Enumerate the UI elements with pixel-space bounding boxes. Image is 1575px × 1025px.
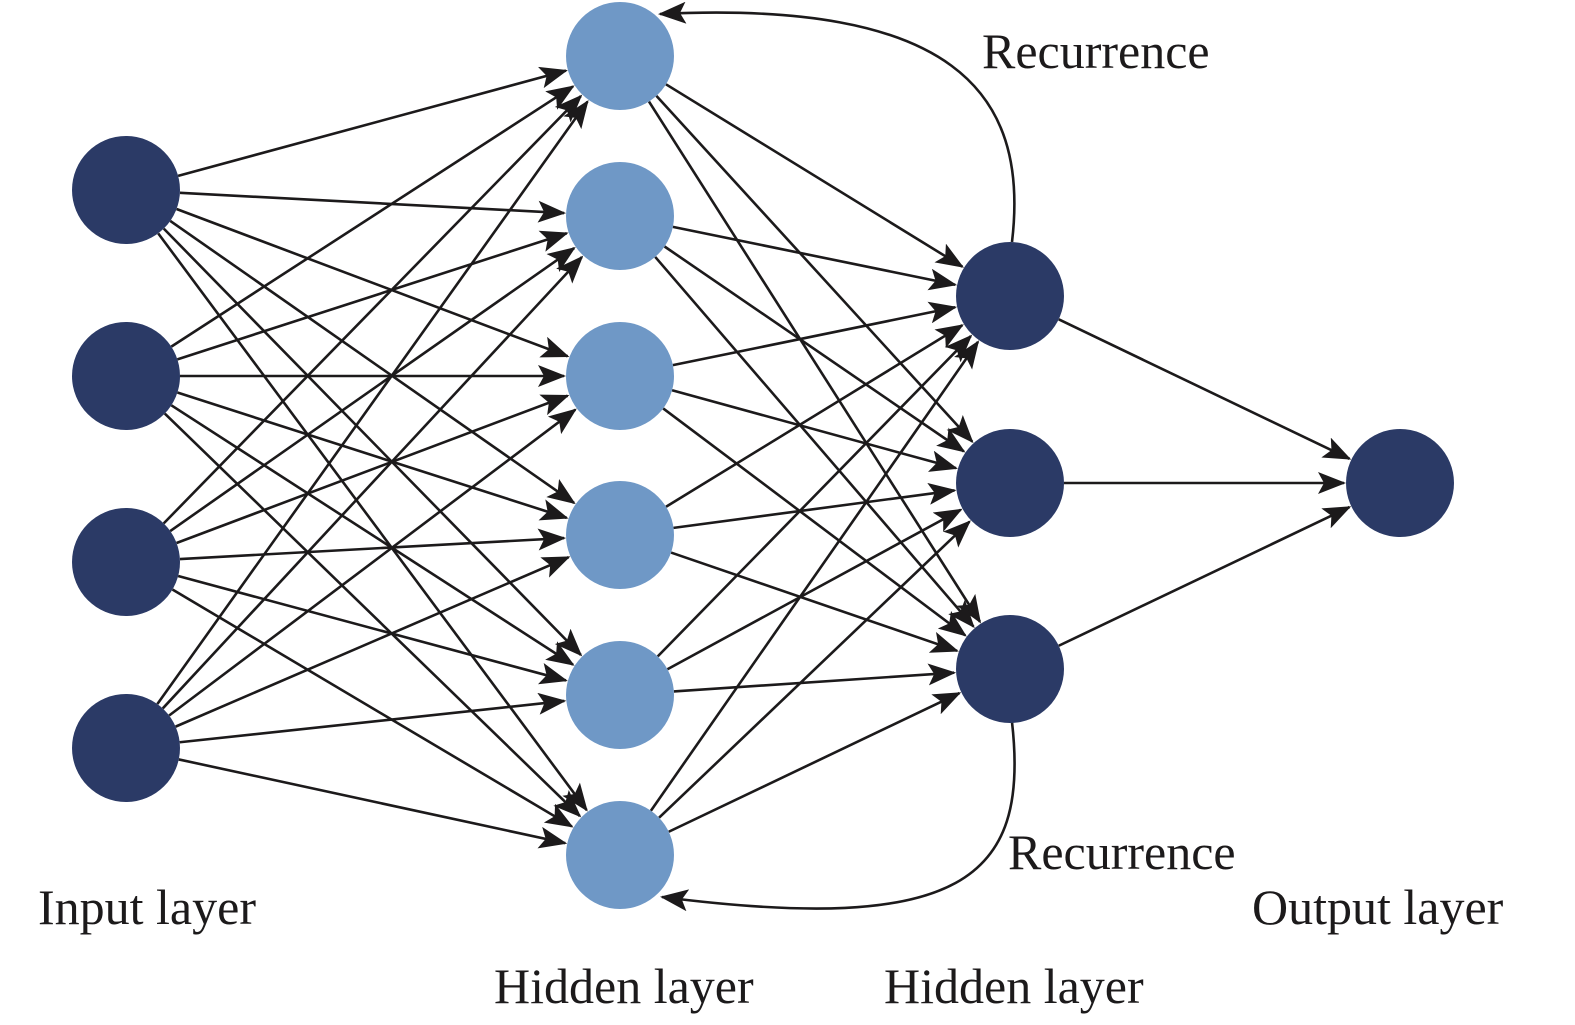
hidden-layer-1-label: Hidden layer (494, 958, 754, 1014)
edge-input-3-to-hidden1-2 (168, 408, 577, 717)
edge-hidden1-4-to-hidden2-1 (666, 508, 963, 671)
recurrence-arc-bottom (660, 721, 1016, 912)
edge-input-0-to-hidden1-5 (157, 232, 588, 812)
edge-hidden1-1-to-hidden2-0 (672, 225, 958, 291)
edge-input-3-to-hidden1-1 (161, 255, 584, 710)
edge-input-2-to-hidden1-3 (179, 528, 567, 561)
edge-input-1-to-hidden1-0 (170, 85, 575, 348)
recurrence-label-bottom: Recurrence (1008, 824, 1236, 880)
edge-hidden1-0-to-hidden2-0 (665, 83, 965, 268)
edge-hidden1-5-to-hidden2-0 (649, 340, 980, 812)
edge-input-3-to-hidden1-3 (175, 555, 571, 728)
edge-input-3-to-hidden1-4 (179, 692, 567, 744)
recurrence-arc-top (658, 1, 1016, 243)
edge-hidden1-2-to-hidden2-0 (672, 301, 958, 367)
edge-input-2-to-hidden1-5 (171, 588, 574, 828)
edge-hidden1-2-to-hidden2-2 (662, 407, 967, 637)
hidden1-node-5 (566, 801, 674, 909)
edge-input-0-to-hidden1-3 (169, 219, 576, 505)
hidden1-node-0 (566, 2, 674, 110)
edge-input-1-to-hidden1-1 (176, 230, 569, 361)
edge-input-2-to-hidden1-4 (177, 574, 568, 685)
edge-hidden1-4-to-hidden2-0 (656, 334, 973, 658)
edge-input-3-to-hidden1-0 (156, 99, 589, 705)
output-node-0 (1346, 429, 1454, 537)
input-layer-label: Input layer (38, 879, 256, 935)
hidden1-node-2 (566, 322, 674, 430)
edge-input-3-to-hidden1-5 (178, 758, 568, 849)
recurrence-edges (658, 1, 1016, 912)
edge-hidden1-0-to-hidden2-1 (655, 94, 974, 444)
input-node-0 (72, 136, 180, 244)
edge-hidden1-1-to-hidden2-1 (663, 245, 966, 453)
edge-input-0-to-hidden1-0 (177, 66, 568, 178)
neuron-nodes (72, 2, 1454, 909)
edge-input-2-to-hidden1-0 (162, 94, 583, 525)
edge-input-1-to-hidden1-3 (177, 391, 569, 521)
edge-hidden1-2-to-hidden2-1 (671, 389, 958, 472)
edge-hidden1-3-to-hidden2-1 (673, 482, 957, 530)
edge-hidden1-5-to-hidden2-1 (658, 520, 971, 819)
hidden1-node-4 (566, 641, 674, 749)
edge-input-1-to-hidden1-5 (163, 412, 582, 818)
hidden1-node-3 (566, 481, 674, 589)
recurrence-label-top: Recurrence (982, 23, 1210, 79)
edge-hidden1-1-to-hidden2-2 (654, 256, 975, 629)
hidden2-node-1 (956, 429, 1064, 537)
edge-input-2-to-hidden1-1 (169, 246, 576, 533)
edge-input-0-to-hidden1-4 (162, 227, 583, 657)
edge-hidden1-5-to-hidden2-2 (668, 691, 962, 833)
output-layer-label: Output layer (1252, 879, 1504, 935)
hidden2-node-0 (956, 242, 1064, 350)
edge-input-0-to-hidden1-1 (179, 191, 567, 223)
input-node-2 (72, 508, 180, 616)
edge-hidden2-0-to-output-0 (1058, 318, 1352, 460)
edge-hidden2-2-to-output-0 (1058, 505, 1352, 647)
edge-hidden1-3-to-hidden2-2 (670, 551, 959, 653)
hidden2-node-2 (956, 615, 1064, 723)
input-node-3 (72, 694, 180, 802)
edge-input-0-to-hidden1-2 (176, 207, 570, 358)
edge-hidden1-0-to-hidden2-2 (647, 100, 982, 624)
hidden-layer-2-label: Hidden layer (884, 958, 1144, 1014)
edge-hidden1-3-to-hidden2-0 (665, 324, 964, 508)
edge-hidden1-4-to-hidden2-2 (673, 663, 957, 693)
hidden1-node-1 (566, 162, 674, 270)
input-node-1 (72, 322, 180, 430)
edge-input-2-to-hidden1-2 (176, 394, 570, 545)
connection-edges (156, 66, 1352, 849)
